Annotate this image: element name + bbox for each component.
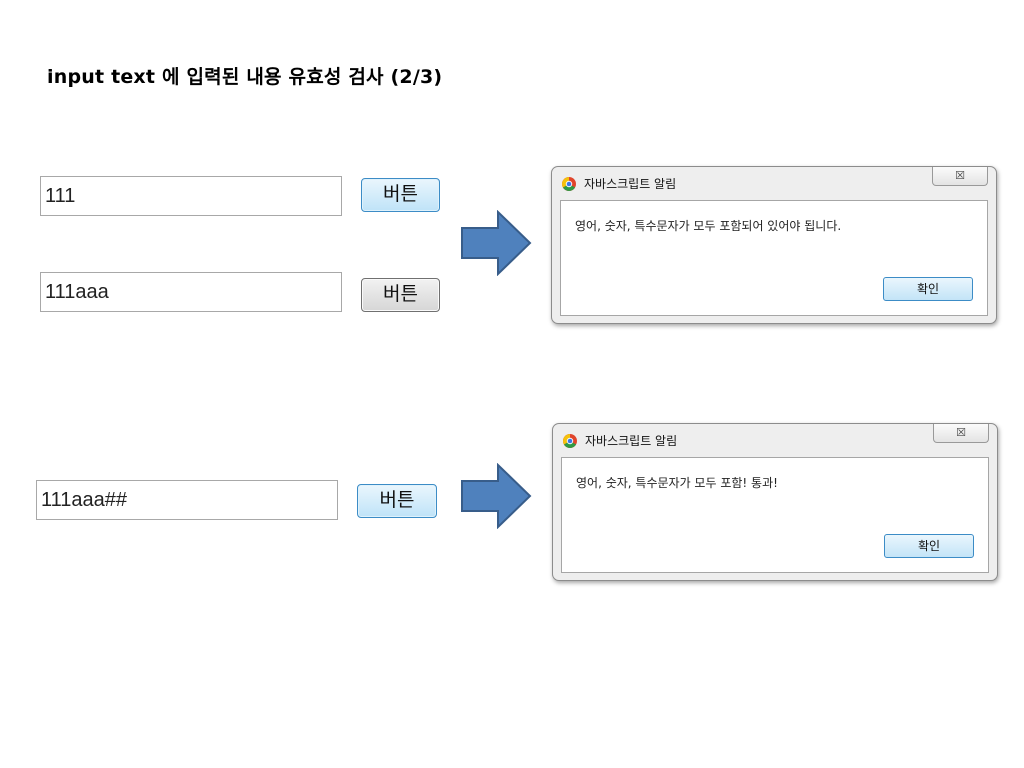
text-input-1[interactable]: 111	[40, 176, 342, 216]
right-arrow-icon-2	[461, 463, 532, 529]
close-button[interactable]: ☒	[933, 424, 989, 443]
dialog-content: 영어, 숫자, 특수문자가 모두 포함! 통과! 확인	[561, 457, 989, 573]
dialog-content: 영어, 숫자, 특수문자가 모두 포함되어 있어야 됩니다. 확인	[560, 200, 988, 316]
alert-dialog-2: 자바스크립트 알림 ☒ 영어, 숫자, 특수문자가 모두 포함! 통과! 확인	[552, 423, 998, 581]
ok-button[interactable]: 확인	[883, 277, 973, 301]
right-arrow-icon-1	[461, 210, 532, 276]
dialog-message: 영어, 숫자, 특수문자가 모두 포함! 통과!	[576, 476, 778, 490]
alert-dialog-1: 자바스크립트 알림 ☒ 영어, 숫자, 특수문자가 모두 포함되어 있어야 됩니…	[551, 166, 997, 324]
ok-button[interactable]: 확인	[884, 534, 974, 558]
dialog-message: 영어, 숫자, 특수문자가 모두 포함되어 있어야 됩니다.	[575, 219, 842, 233]
text-input-3[interactable]: 111aaa##	[36, 480, 338, 520]
submit-button-1[interactable]: 버튼	[361, 178, 440, 212]
chrome-icon	[562, 177, 576, 191]
submit-button-2[interactable]: 버튼	[361, 278, 440, 312]
dialog-title: 자바스크립트 알림	[585, 434, 678, 448]
text-input-2[interactable]: 111aaa	[40, 272, 342, 312]
slide-title: input text 에 입력된 내용 유효성 검사 (2/3)	[47, 66, 443, 88]
submit-button-3[interactable]: 버튼	[357, 484, 437, 518]
chrome-icon	[563, 434, 577, 448]
dialog-title: 자바스크립트 알림	[584, 177, 677, 191]
close-button[interactable]: ☒	[932, 167, 988, 186]
